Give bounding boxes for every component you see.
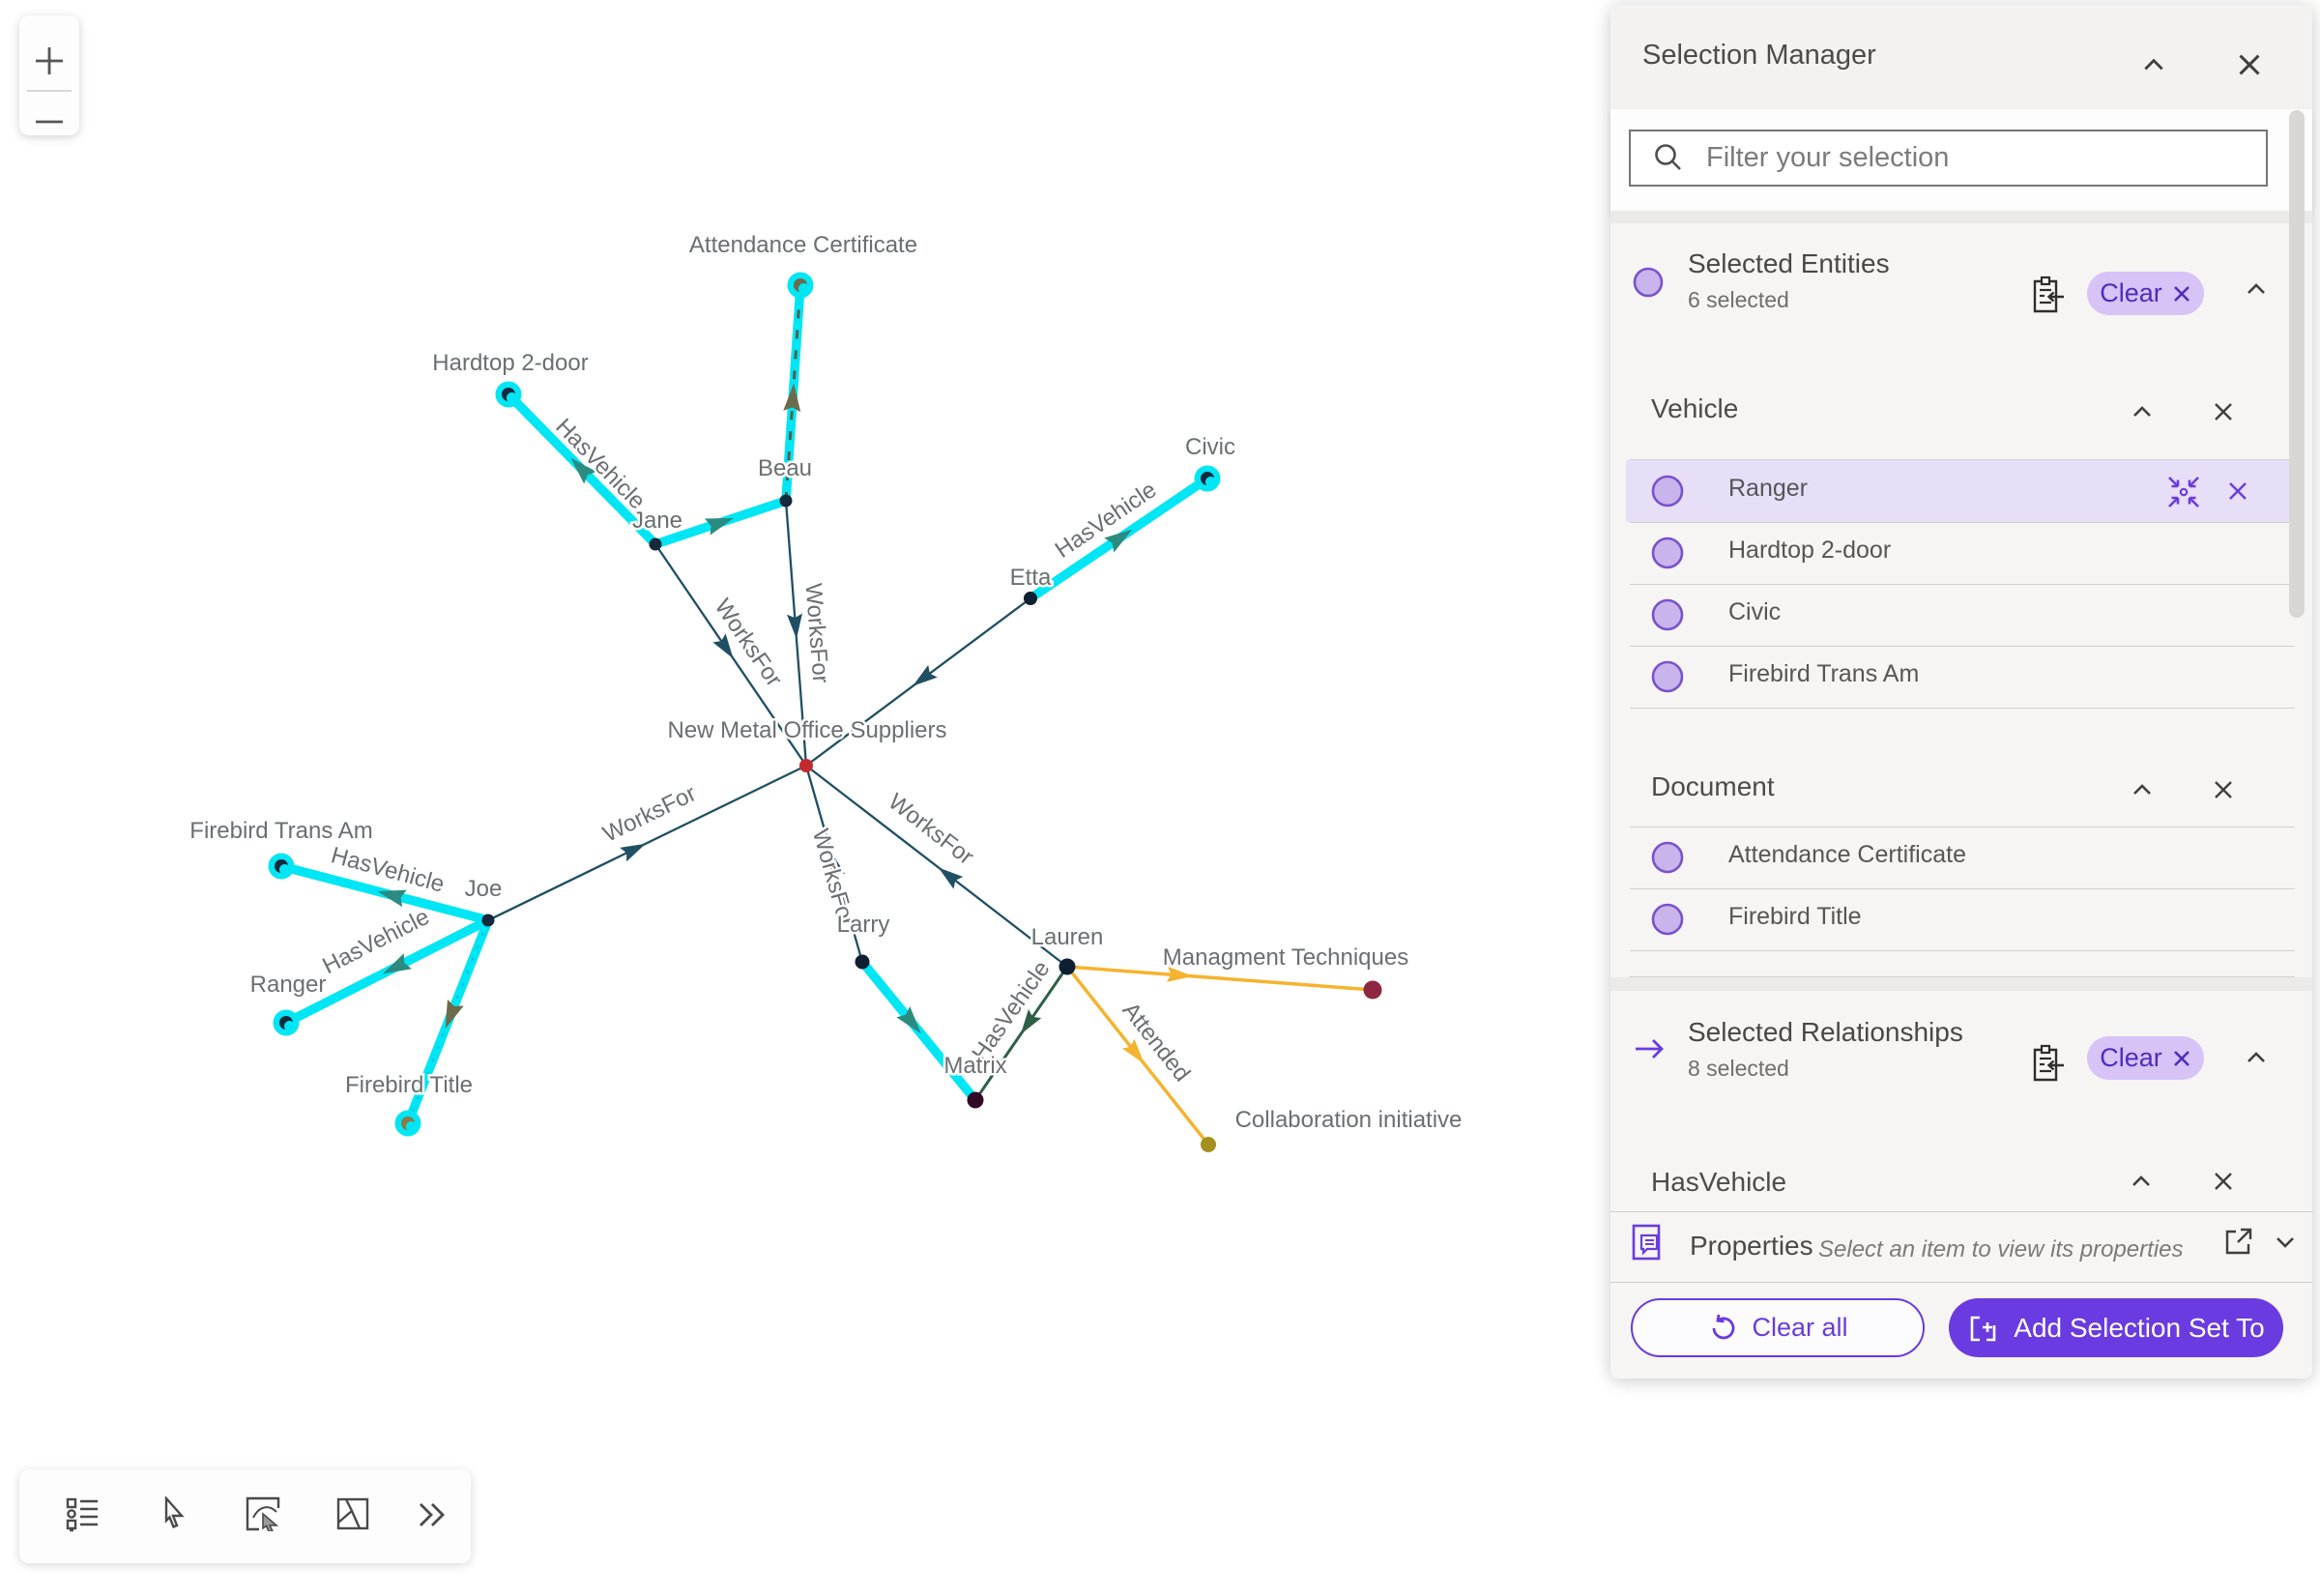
svg-text:WorksFor: WorksFor — [884, 789, 979, 871]
svg-text:Collaboration initiative: Collaboration initiative — [1235, 1107, 1463, 1133]
svg-text:WorksFor: WorksFor — [599, 780, 701, 848]
svg-text:Larry: Larry — [837, 912, 890, 938]
svg-text:New Metal Office Suppliers: New Metal Office Suppliers — [667, 717, 946, 743]
svg-text:WorksFor: WorksFor — [800, 582, 834, 683]
svg-text:Civic: Civic — [1185, 434, 1235, 460]
svg-text:Managment Techniques: Managment Techniques — [1163, 944, 1408, 971]
svg-text:Firebird Title: Firebird Title — [345, 1072, 473, 1098]
svg-text:Joe: Joe — [465, 876, 503, 902]
svg-text:Hardtop 2-door: Hardtop 2-door — [432, 350, 588, 376]
svg-text:Beau: Beau — [758, 455, 812, 481]
svg-text:Lauren: Lauren — [1031, 924, 1104, 950]
svg-text:Firebird Trans Am: Firebird Trans Am — [189, 818, 372, 844]
svg-text:Matrix: Matrix — [943, 1053, 1006, 1079]
svg-text:HasVehicle: HasVehicle — [550, 414, 650, 515]
svg-text:Jane: Jane — [632, 508, 682, 534]
svg-text:Etta: Etta — [1010, 565, 1052, 591]
svg-text:Attendance Certificate: Attendance Certificate — [689, 232, 917, 258]
svg-text:Ranger: Ranger — [250, 972, 327, 998]
svg-text:HasVehicle: HasVehicle — [318, 904, 433, 979]
